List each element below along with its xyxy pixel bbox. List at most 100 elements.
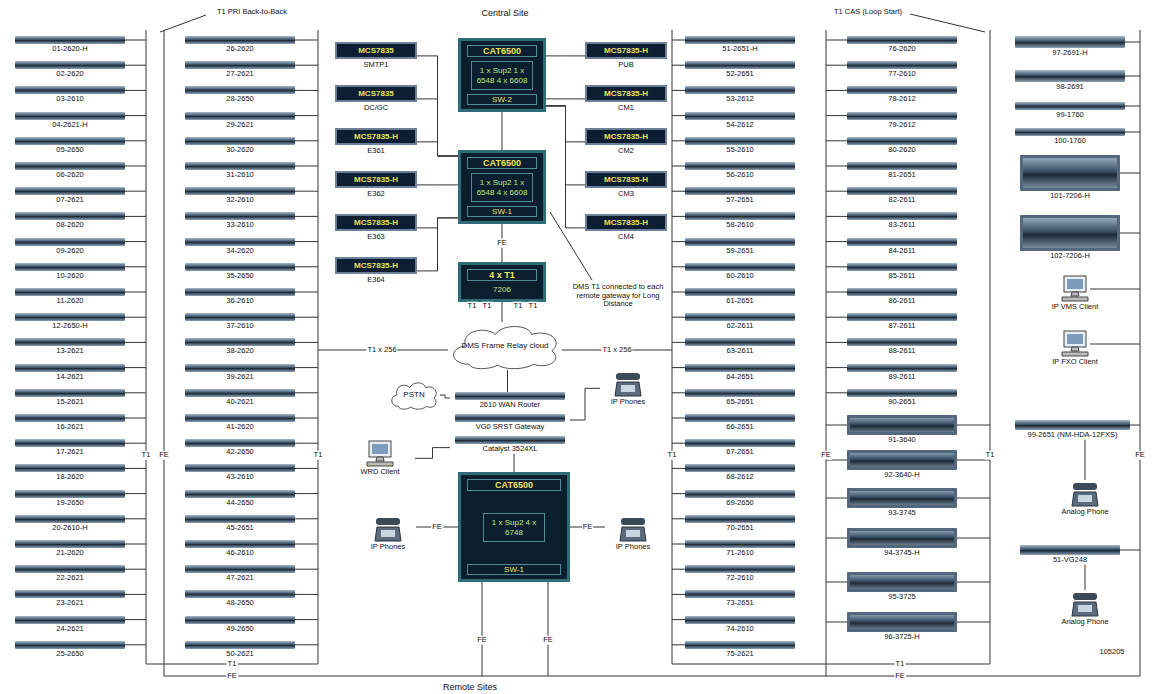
node-text: IP Phones (605, 543, 661, 552)
drop-wire (672, 544, 685, 545)
diagram-label: T1 PRI Back-to-Back (216, 8, 288, 17)
cloud-shape: PSTN (388, 380, 440, 410)
phone-node: IP Phones (360, 515, 416, 552)
diagram-label: T1 (667, 451, 678, 460)
node-text: 27-2621 (180, 70, 300, 79)
router-icon (685, 641, 795, 649)
node-text: 63-2611 (680, 347, 800, 356)
drop-wire (826, 367, 847, 368)
router-node: 08-2620 (10, 212, 130, 230)
drop-wire (295, 518, 318, 519)
router-icon (847, 364, 957, 372)
node-text: 33-2610 (180, 221, 300, 230)
drop-wire (295, 594, 318, 595)
diagram-label: T1 (528, 302, 539, 311)
node-text: 75-2621 (680, 650, 800, 659)
fe-drop (482, 582, 483, 676)
connector (507, 370, 508, 392)
router-node: 86-2611 (842, 288, 962, 306)
diagram-label: T1 (141, 451, 152, 460)
connector (1085, 440, 1086, 480)
node-text: 102-7206-H (1015, 252, 1125, 261)
router-icon (455, 436, 565, 444)
router-node: 71-2610 (680, 540, 800, 558)
server-box: MCS7835-HPUB (585, 42, 667, 70)
drop-wire (826, 498, 847, 499)
node-text: MCS7835-H (335, 214, 417, 231)
drop-wire (826, 241, 847, 242)
router-icon (15, 263, 125, 271)
router-node: 61-2651 (680, 288, 800, 306)
node-text: 72-2610 (680, 574, 800, 583)
connector (417, 218, 458, 271)
node-text: 20-2610-H (10, 524, 130, 533)
node-text: 98-2691 (1010, 83, 1130, 92)
node-text: 28-2650 (180, 95, 300, 104)
drop-wire (672, 191, 685, 192)
node-text: 80-2620 (842, 146, 962, 155)
router-icon (185, 137, 295, 145)
router-node: 02-2620 (10, 61, 130, 79)
drop-wire (295, 292, 318, 293)
router-node: 17-2621 (10, 439, 130, 457)
router-icon (185, 112, 295, 120)
connector (514, 454, 515, 472)
bus-lines (146, 14, 1140, 676)
drop-wire (125, 493, 146, 494)
connector (570, 388, 600, 420)
node-text: 52-2651 (680, 70, 800, 79)
node-text: 96-3725-H (842, 633, 962, 642)
node-text: 1 x Sup2 1 x 6548 4 x 6608 (471, 61, 533, 89)
router-node: 74-2610 (680, 616, 800, 634)
node-text: 67-2651 (680, 448, 800, 457)
router-icon (685, 162, 795, 170)
connector (502, 302, 503, 322)
drop-wire (672, 115, 685, 116)
drop-wire (1120, 173, 1140, 174)
router-icon (455, 392, 565, 400)
phone-icon (618, 515, 648, 543)
router-node: 36-2610 (180, 288, 300, 306)
node-text: 59-2651 (680, 247, 800, 256)
phone-node: Analog Phone (1055, 590, 1115, 627)
drop-wire (1120, 233, 1140, 234)
node-text: PUB (585, 61, 667, 70)
router-icon (185, 212, 295, 220)
router-icon (847, 187, 957, 195)
node-text: 84-2611 (842, 247, 962, 256)
router-icon (185, 439, 295, 447)
router-node: 101-7206-H (1015, 155, 1125, 201)
router-node: 89-2611 (842, 364, 962, 382)
connector (417, 142, 458, 156)
router-icon (15, 616, 125, 624)
drop-wire (125, 342, 146, 343)
connector (440, 395, 450, 398)
drop-wire (672, 644, 685, 645)
router-node: 34-2620 (180, 238, 300, 256)
router-node: 75-2621 (680, 641, 800, 659)
router-node: 102-7206-H (1015, 215, 1125, 261)
router-node: 43-2610 (180, 464, 300, 482)
router-icon (847, 415, 957, 435)
node-text: 66-2651 (680, 423, 800, 432)
node-text: 56-2610 (680, 171, 800, 180)
node-text: 37-2610 (180, 322, 300, 331)
drop-wire (826, 425, 847, 426)
router-icon (685, 464, 795, 472)
drop-wire (295, 65, 318, 66)
phone-node: IP Phones (600, 370, 656, 407)
node-text: MCS7835-H (335, 257, 417, 274)
router-node: 95-3725 (842, 572, 962, 602)
drop-wire (957, 582, 990, 583)
router-node: 50-2621 (180, 641, 300, 659)
drop-wire (295, 569, 318, 570)
diagram-label: T1 CAS (Loop Start) (833, 8, 903, 17)
router-icon (685, 490, 795, 498)
leader-line (910, 14, 985, 32)
server-box: MCS7835-HCM3 (585, 171, 667, 199)
diagram-label: T1 (482, 302, 493, 311)
drop-wire (672, 166, 685, 167)
router-node: VG0 SRST Gateway (450, 414, 570, 432)
node-text: 100-1760 (1010, 137, 1130, 146)
fe-bus (164, 30, 165, 676)
